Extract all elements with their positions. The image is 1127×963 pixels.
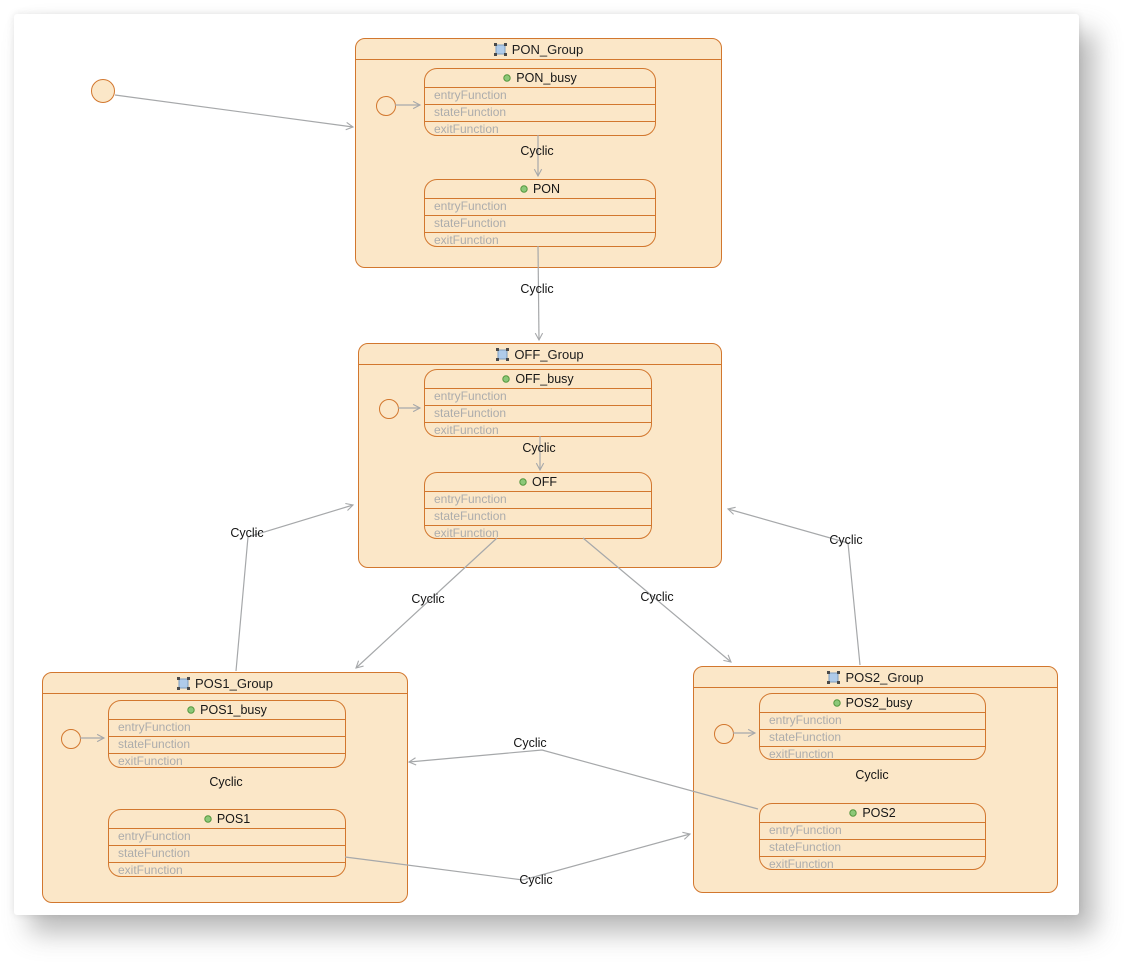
transition-label[interactable]: Cyclic bbox=[520, 282, 554, 296]
transition-pon-group-to-off-group[interactable] bbox=[534, 245, 544, 342]
group-title: PON_Group bbox=[511, 41, 584, 57]
state-function-row: stateFunction bbox=[760, 730, 985, 747]
state-dot-icon bbox=[503, 74, 511, 82]
transition-initial-to-pon-group[interactable] bbox=[114, 94, 355, 131]
state-name: OFF_busy bbox=[515, 372, 574, 386]
state-pos1[interactable]: POS1 entryFunction stateFunction exitFun… bbox=[108, 809, 346, 877]
state-title-row: POS1_busy bbox=[109, 701, 345, 720]
group-title: OFF_Group bbox=[514, 346, 584, 362]
state-title-row: POS1 bbox=[109, 810, 345, 829]
entry-function-row: entryFunction bbox=[760, 823, 985, 840]
state-function-row: stateFunction bbox=[109, 846, 345, 863]
transition-label[interactable]: Cyclic bbox=[519, 873, 553, 887]
transition-label[interactable]: Cyclic bbox=[520, 144, 554, 158]
transition-pos2-to-pos1-group[interactable] bbox=[407, 749, 759, 810]
entry-function-row: entryFunction bbox=[109, 829, 345, 846]
state-title-row: PON bbox=[425, 180, 655, 199]
initial-node-pos2[interactable] bbox=[714, 724, 734, 744]
transition-pos2-group-to-off-group[interactable] bbox=[726, 506, 861, 666]
transition-label[interactable]: Cyclic bbox=[230, 526, 264, 540]
transition-pos1-to-pos2-group[interactable] bbox=[344, 831, 692, 881]
state-dot-icon bbox=[502, 375, 511, 383]
state-function-row: stateFunction bbox=[760, 840, 985, 857]
state-name: POS2_busy bbox=[845, 696, 913, 710]
state-title-row: OFF bbox=[425, 473, 651, 492]
state-dot-icon bbox=[187, 706, 195, 714]
exit-function-row: exitFunction bbox=[434, 526, 499, 539]
entry-function-row: entryFunction bbox=[425, 389, 651, 406]
group-state-icon bbox=[176, 676, 190, 690]
state-dot-icon bbox=[520, 185, 528, 193]
state-function-row: stateFunction bbox=[425, 509, 651, 526]
transition-label[interactable]: Cyclic bbox=[411, 592, 445, 606]
group-pos1[interactable]: POS1_Group POS1_busy entryFunction state… bbox=[42, 672, 408, 903]
exit-function-row: exitFunction bbox=[434, 122, 499, 136]
state-dot-icon bbox=[519, 478, 527, 486]
transition-off-to-pos1-group[interactable] bbox=[355, 537, 498, 669]
transition-label[interactable]: Cyclic bbox=[209, 775, 243, 789]
state-function-row: stateFunction bbox=[425, 216, 655, 233]
group-pos2-header: POS2_Group bbox=[694, 667, 1057, 688]
state-name: POS1 bbox=[216, 812, 251, 826]
transition-label[interactable]: Cyclic bbox=[829, 533, 863, 547]
state-pon-busy[interactable]: PON_busy entryFunction stateFunction exi… bbox=[424, 68, 656, 136]
state-pos2-busy[interactable]: POS2_busy entryFunction stateFunction ex… bbox=[759, 693, 986, 760]
state-function-row: stateFunction bbox=[425, 406, 651, 423]
exit-function-row: exitFunction bbox=[118, 863, 183, 877]
group-title: POS1_Group bbox=[194, 675, 274, 691]
state-name: PON_busy bbox=[516, 71, 577, 85]
state-off-busy[interactable]: OFF_busy entryFunction stateFunction exi… bbox=[424, 369, 652, 437]
state-dot-icon bbox=[849, 809, 858, 817]
transition-label[interactable]: Cyclic bbox=[522, 441, 556, 455]
entry-function-row: entryFunction bbox=[425, 199, 655, 216]
initial-node-off[interactable] bbox=[379, 399, 399, 419]
group-off-header: OFF_Group bbox=[359, 344, 721, 365]
state-title-row: OFF_busy bbox=[425, 370, 651, 389]
group-pos1-header: POS1_Group bbox=[43, 673, 407, 694]
state-title-row: POS2_busy bbox=[760, 694, 985, 713]
state-name: POS2 bbox=[862, 806, 896, 820]
initial-state-node[interactable] bbox=[91, 79, 115, 103]
transition-label[interactable]: Cyclic bbox=[640, 590, 674, 604]
entry-function-row: entryFunction bbox=[425, 492, 651, 509]
group-state-icon bbox=[827, 670, 841, 684]
state-pos1-busy[interactable]: POS1_busy entryFunction stateFunction ex… bbox=[108, 700, 346, 768]
entry-function-row: entryFunction bbox=[425, 88, 655, 105]
entry-function-row: entryFunction bbox=[109, 720, 345, 737]
transition-label[interactable]: Cyclic bbox=[513, 736, 547, 750]
initial-node-pon[interactable] bbox=[376, 96, 396, 116]
state-title-row: PON_busy bbox=[425, 69, 655, 88]
entry-function-row: entryFunction bbox=[760, 713, 985, 730]
exit-function-row: exitFunction bbox=[769, 747, 834, 760]
group-pos2[interactable]: POS2_Group POS2_busy entryFunction state… bbox=[693, 666, 1058, 893]
exit-function-row: exitFunction bbox=[434, 233, 499, 247]
transition-pos1-group-to-off-group[interactable] bbox=[235, 502, 355, 672]
initial-node-pos1[interactable] bbox=[61, 729, 81, 749]
state-dot-icon bbox=[832, 699, 841, 707]
state-name: PON bbox=[532, 182, 561, 196]
state-pon[interactable]: PON entryFunction stateFunction exitFunc… bbox=[424, 179, 656, 247]
state-off[interactable]: OFF entryFunction stateFunction exitFunc… bbox=[424, 472, 652, 539]
group-pon-header: PON_Group bbox=[356, 39, 721, 60]
exit-function-row: exitFunction bbox=[769, 857, 834, 870]
state-pos2[interactable]: POS2 entryFunction stateFunction exitFun… bbox=[759, 803, 986, 870]
transition-off-to-pos2-group[interactable] bbox=[582, 537, 732, 663]
exit-function-row: exitFunction bbox=[434, 423, 499, 437]
state-name: OFF bbox=[532, 475, 557, 489]
state-dot-icon bbox=[204, 815, 212, 823]
group-state-icon bbox=[496, 347, 510, 361]
exit-function-row: exitFunction bbox=[118, 754, 183, 768]
group-state-icon bbox=[493, 42, 507, 56]
group-title: POS2_Group bbox=[845, 669, 924, 685]
state-function-row: stateFunction bbox=[109, 737, 345, 754]
transition-label[interactable]: Cyclic bbox=[855, 768, 889, 782]
state-name: POS1_busy bbox=[200, 703, 267, 717]
state-function-row: stateFunction bbox=[425, 105, 655, 122]
state-title-row: POS2 bbox=[760, 804, 985, 823]
